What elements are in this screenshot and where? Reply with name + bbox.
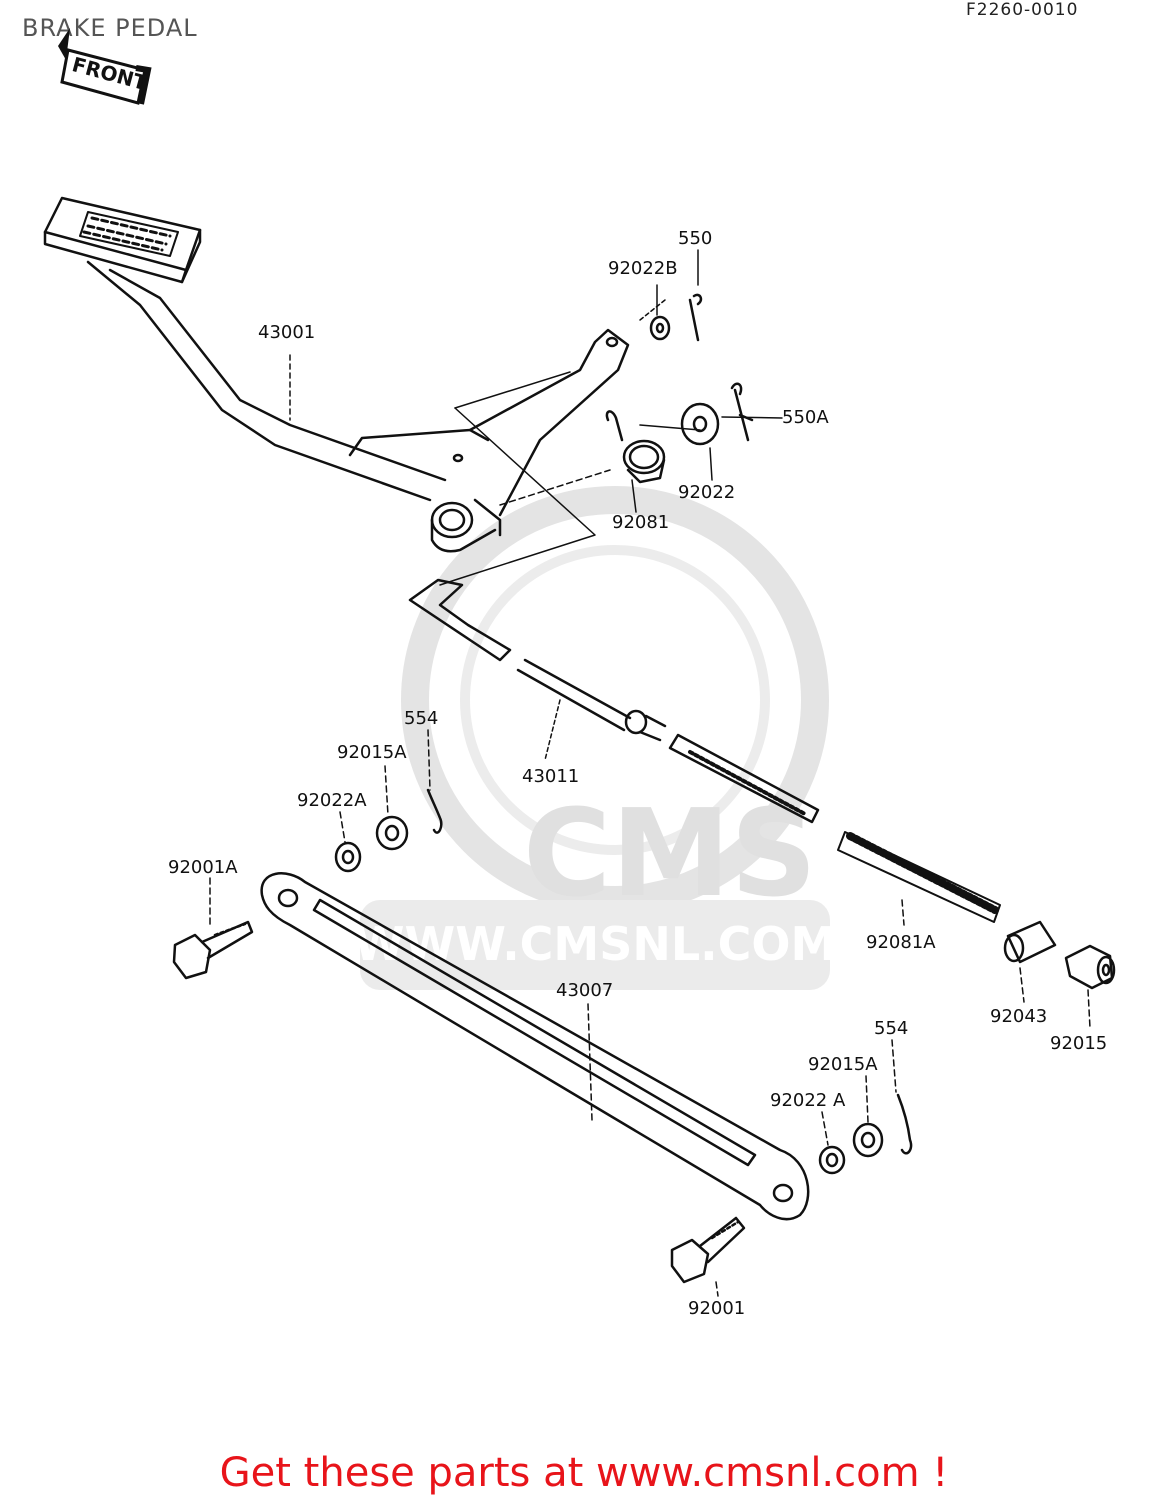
washer-92022a-upper [334,841,362,873]
spring-92081a [837,831,1001,923]
label-92022a-upper: 92022A [297,790,367,811]
label-92001a: 92001A [168,857,238,878]
label-92015: 92015 [1050,1033,1108,1054]
label-92022b: 92022B [608,258,678,279]
label-554-lower: 554 [874,1018,909,1039]
label-550a: 550A [782,407,829,428]
front-tag: FRONT [58,28,152,105]
cotter-pin-554-upper [426,788,443,834]
label-92001: 92001 [688,1298,746,1319]
pedal-pad [43,196,202,284]
bolt-92001a [172,920,254,980]
collar-92043 [1003,920,1057,964]
washer-92022a-lower [818,1145,846,1175]
washer-92022b [649,315,671,341]
cotter-pin-554-lower [896,1093,913,1155]
return-spring-92081 [605,410,666,484]
label-92022: 92022 [678,482,736,503]
label-554-upper: 554 [404,708,439,729]
watermark-url: WWW.CMSNL.COM [354,917,837,971]
label-92081: 92081 [612,512,670,533]
tie-rod-43007 [260,872,810,1221]
label-92043: 92043 [990,1006,1048,1027]
label-43007: 43007 [556,980,614,1001]
label-92015a-lower: 92015A [808,1054,878,1075]
label-92081a: 92081A [866,932,936,953]
leader-lines [209,729,1091,1297]
cotter-pin-550 [688,293,703,342]
watermark-logo: CMS [523,785,817,924]
cotter-pin-550a [730,382,754,442]
watermark: CMS WWW.CMSNL.COM [354,486,837,990]
label-43001: 43001 [258,322,316,343]
washer-92022 [680,402,720,446]
label-92015a-upper: 92015A [337,742,407,763]
nut-92015a-lower [852,1122,884,1158]
brake-rod-43011 [408,578,820,824]
nut-92015a-upper [375,815,409,851]
diagram-code: F2260-0010 [966,0,1079,20]
label-92022a-lower: 92022 A [770,1090,846,1111]
label-43011: 43011 [522,766,580,787]
label-550: 550 [678,228,713,249]
brake-pedal-arm [86,260,630,553]
diagram-title: BRAKE PEDAL [22,14,198,42]
nut-92015 [1064,944,1116,990]
bolt-92001 [670,1216,746,1284]
cta-link[interactable]: Get these parts at www.cmsnl.com ! [219,1450,949,1496]
